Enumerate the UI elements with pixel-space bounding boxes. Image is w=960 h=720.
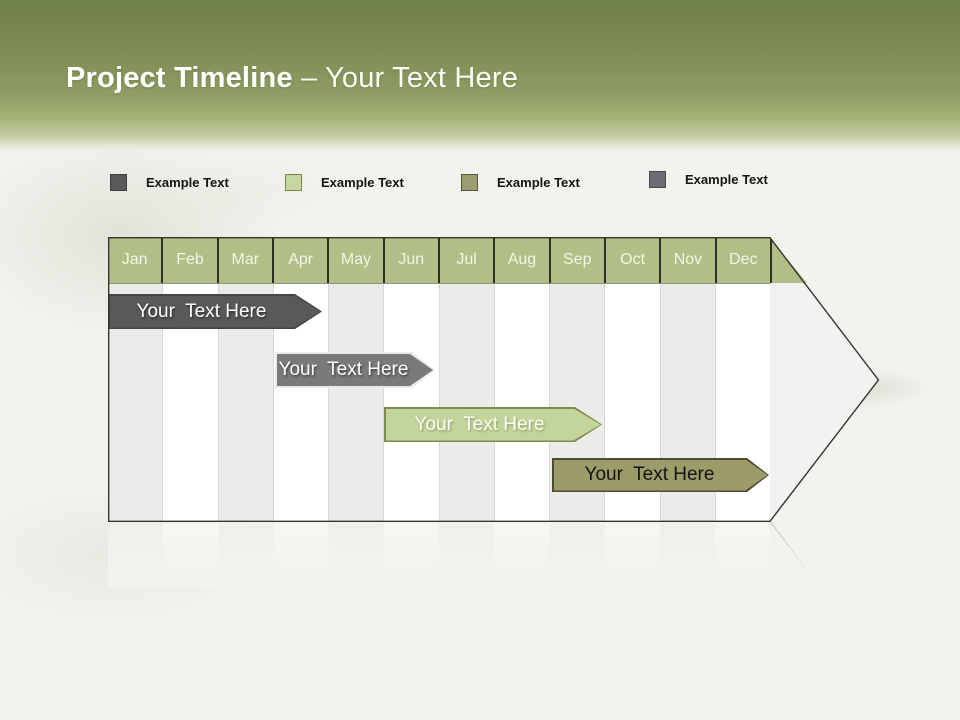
month-cell: Jun [384,237,440,283]
legend-label: Example Text [146,175,229,190]
grid-column-aug [494,284,550,522]
month-cell: Oct [605,237,662,283]
month-cell: Jan [108,237,164,283]
legend-label: Example Text [321,175,404,190]
timeline-bar-q4: Your Text Here [552,458,769,492]
timeline-bar-label: Your Text Here [136,300,267,322]
legend-swatch-olive [461,174,478,191]
timeline-month-header: Jan Feb Mar Apr May Jun Jul Aug Sep Oct … [108,237,770,283]
legend-swatch-dark-gray [110,174,127,191]
timeline-bar-label: Your Text Here [278,359,409,380]
legend-swatch-light-green [285,174,302,191]
timeline-bar-label: Your Text Here [414,413,545,435]
month-cell: Apr [273,237,330,283]
month-cell: Dec [716,237,770,283]
page-title-bold: Project Timeline [66,62,301,94]
legend-label: Example Text [685,172,768,187]
page-title-light: – Your Text Here [300,62,519,94]
month-cell: Sep [550,237,606,283]
month-cell: Jul [439,237,496,283]
month-cell: Aug [495,237,551,283]
grid-column-jun [384,284,440,522]
month-cell: May [329,237,385,283]
grid-column-may [329,284,385,522]
timeline-bar-q1: Your Text Here [108,294,322,329]
legend-label: Example Text [497,175,580,190]
timeline-bar-q3: Your Text Here [384,407,602,442]
timeline-bar-q2: Your Text Here [275,352,435,388]
month-cell: Mar [218,237,274,283]
timeline-bar-label: Your Text Here [584,464,715,485]
timeline-arrow: Jan Feb Mar Apr May Jun Jul Aug Sep Oct … [108,237,880,522]
legend-swatch-gray [649,171,666,188]
timeline-reflection [108,524,770,588]
page-title: Project Timeline – Your Text Here [66,62,518,95]
month-cell: Nov [661,237,717,283]
title-band [0,0,960,152]
month-cell: Feb [163,237,219,283]
grid-column-jul [439,284,495,522]
